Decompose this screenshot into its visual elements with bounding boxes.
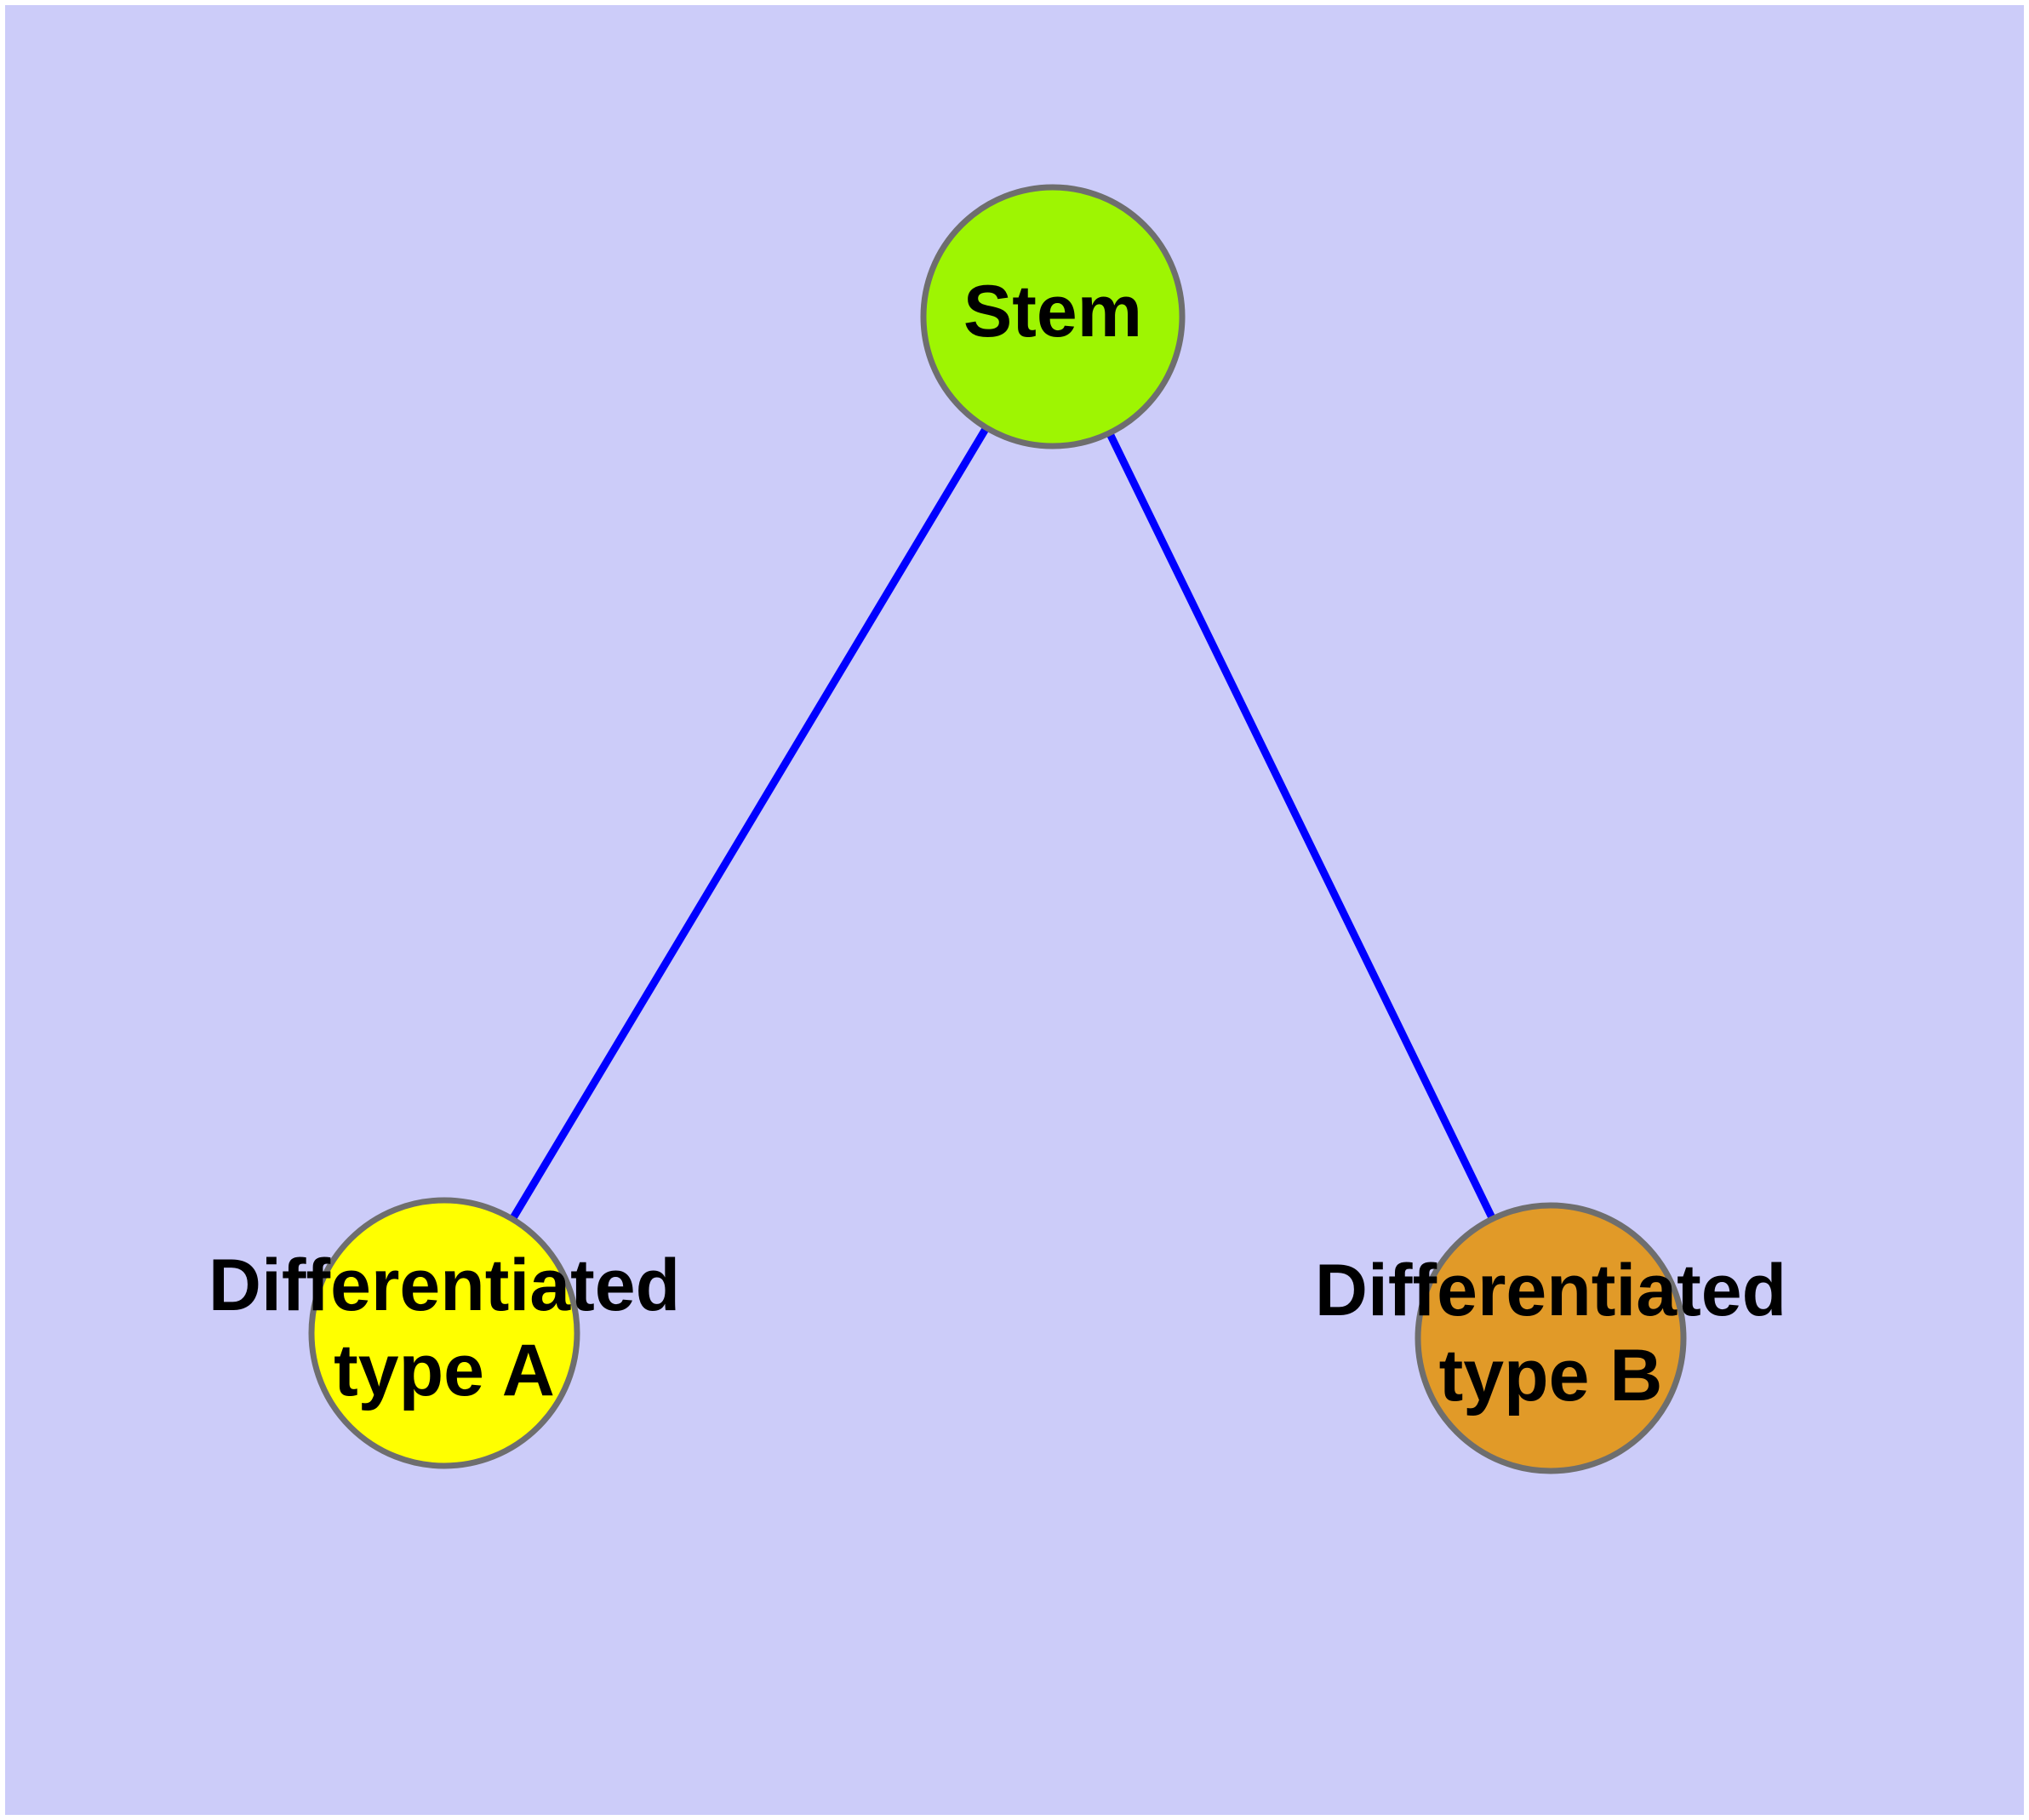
node-circle-diff_b[interactable]: [1415, 1202, 1687, 1474]
node-circle-diff_a[interactable]: [308, 1197, 580, 1469]
node-label-stem: Stem: [963, 271, 1142, 352]
node-label-line: Differentiated: [209, 1245, 680, 1326]
edge-stem-to-diff_b: [1103, 426, 1499, 1226]
node-label-line: Differentiated: [1315, 1250, 1786, 1331]
edge-stem-to-diff_a: [506, 421, 992, 1226]
node-label-line: Stem: [963, 271, 1142, 352]
node-circle-stem[interactable]: [920, 184, 1186, 449]
edges-group: [506, 421, 1499, 1226]
node-label-line: type A: [334, 1330, 555, 1411]
node-label-line: type B: [1439, 1335, 1663, 1417]
